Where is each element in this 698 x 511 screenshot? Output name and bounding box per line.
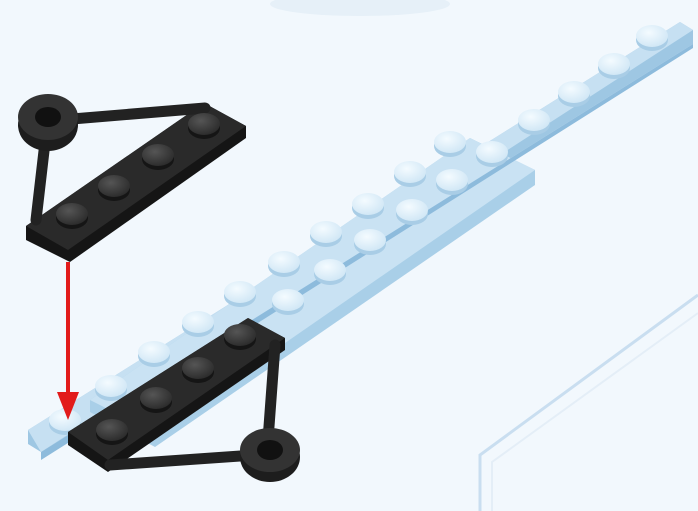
light-blue-stud: [354, 229, 386, 255]
down-arrow-icon: [57, 262, 79, 420]
light-blue-stud: [310, 221, 342, 247]
light-blue-stud: [95, 375, 127, 401]
black-stud: [56, 203, 88, 229]
black-stud: [224, 324, 256, 350]
light-blue-stud: [396, 199, 428, 225]
light-blue-stud: [476, 141, 508, 167]
black-stud: [142, 144, 174, 170]
black-stud: [140, 387, 172, 413]
light-blue-stud: [352, 193, 384, 219]
light-blue-stud: [138, 341, 170, 367]
black-stud: [98, 175, 130, 201]
light-blue-stud: [394, 161, 426, 187]
black-stud: [96, 419, 128, 445]
light-blue-stud: [224, 281, 256, 307]
black-stud: [188, 113, 220, 139]
light-blue-stud: [268, 251, 300, 277]
light-blue-stud: [436, 169, 468, 195]
light-blue-stud: [272, 289, 304, 315]
light-blue-stud: [182, 311, 214, 337]
light-blue-stud: [636, 25, 668, 51]
black-stud: [182, 357, 214, 383]
light-blue-stud: [434, 131, 466, 157]
light-blue-stud: [518, 109, 550, 135]
light-blue-stud: [314, 259, 346, 285]
light-blue-stud: [598, 53, 630, 79]
light-blue-stud: [558, 81, 590, 107]
